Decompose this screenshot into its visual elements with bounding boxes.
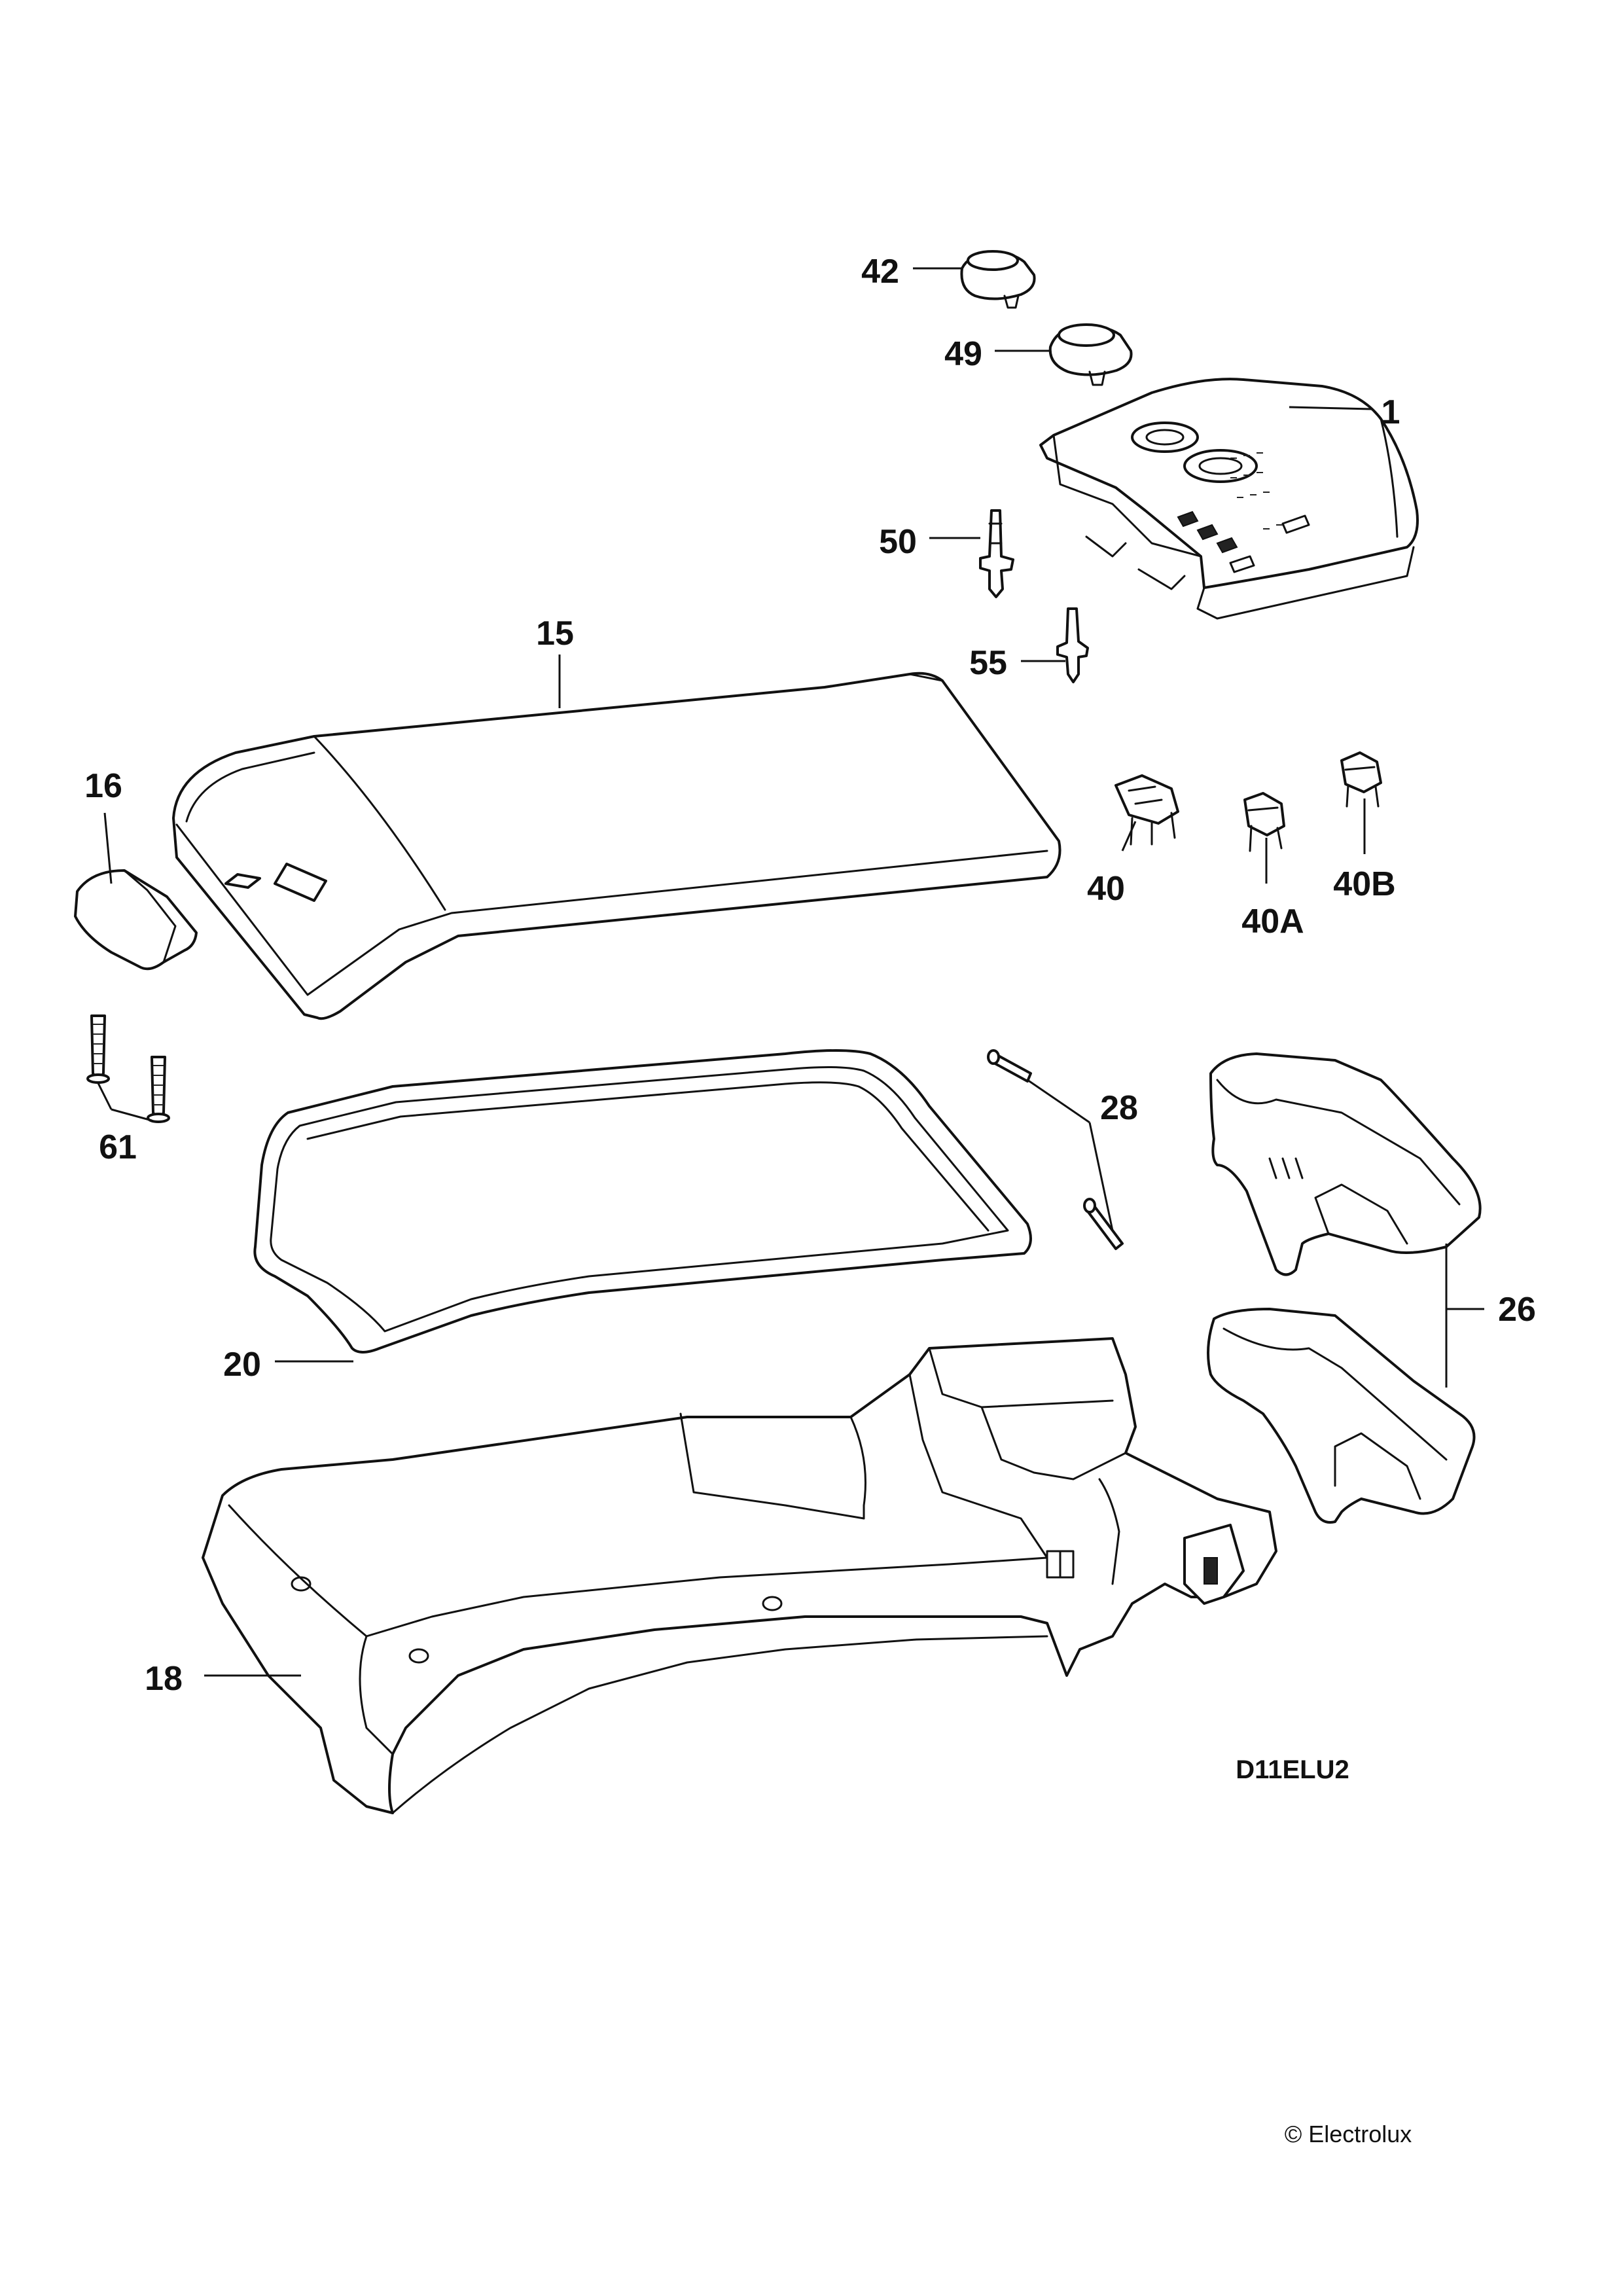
cover-part-16 [74, 869, 198, 971]
callout-28: 28 [1100, 1089, 1138, 1127]
lid-part-15 [172, 672, 1061, 1020]
callout-61: 61 [99, 1128, 137, 1166]
drawing-code: D11ELU2 [1236, 1755, 1349, 1784]
clip-part-55 [1056, 607, 1089, 683]
callout-20: 20 [223, 1346, 261, 1384]
clip-part-50 [979, 509, 1014, 598]
leader-lines [97, 267, 1484, 1677]
callout-40b: 40B [1333, 865, 1395, 903]
callout-55: 55 [969, 644, 1007, 682]
pins-part-28 [987, 1049, 1124, 1250]
switch-part-40b [1340, 751, 1382, 808]
knob-part-49 [1048, 323, 1133, 386]
callout-labels: 42 49 1 50 55 15 16 40 40A 40B 61 28 26 … [84, 253, 1536, 1698]
callout-1: 1 [1382, 393, 1400, 431]
handle-part-26 [1207, 1052, 1482, 1524]
housing-part-18 [202, 1337, 1277, 1814]
knob-part-42 [960, 250, 1036, 309]
control-panel-part-1 [1039, 378, 1419, 620]
callout-49: 49 [944, 335, 982, 373]
seal-part-20 [253, 1049, 1032, 1354]
callout-18: 18 [145, 1660, 183, 1698]
switch-part-40 [1115, 774, 1179, 846]
callout-40: 40 [1087, 870, 1125, 908]
callout-50: 50 [879, 523, 917, 561]
callout-40a: 40A [1241, 903, 1304, 941]
callout-26: 26 [1498, 1291, 1536, 1329]
callout-42: 42 [861, 253, 899, 291]
screws-part-61 [86, 1014, 170, 1123]
switch-part-40a [1243, 792, 1285, 852]
callout-16: 16 [84, 767, 122, 805]
copyright-notice: © Electrolux [1285, 2121, 1412, 2147]
callout-15: 15 [536, 615, 574, 653]
